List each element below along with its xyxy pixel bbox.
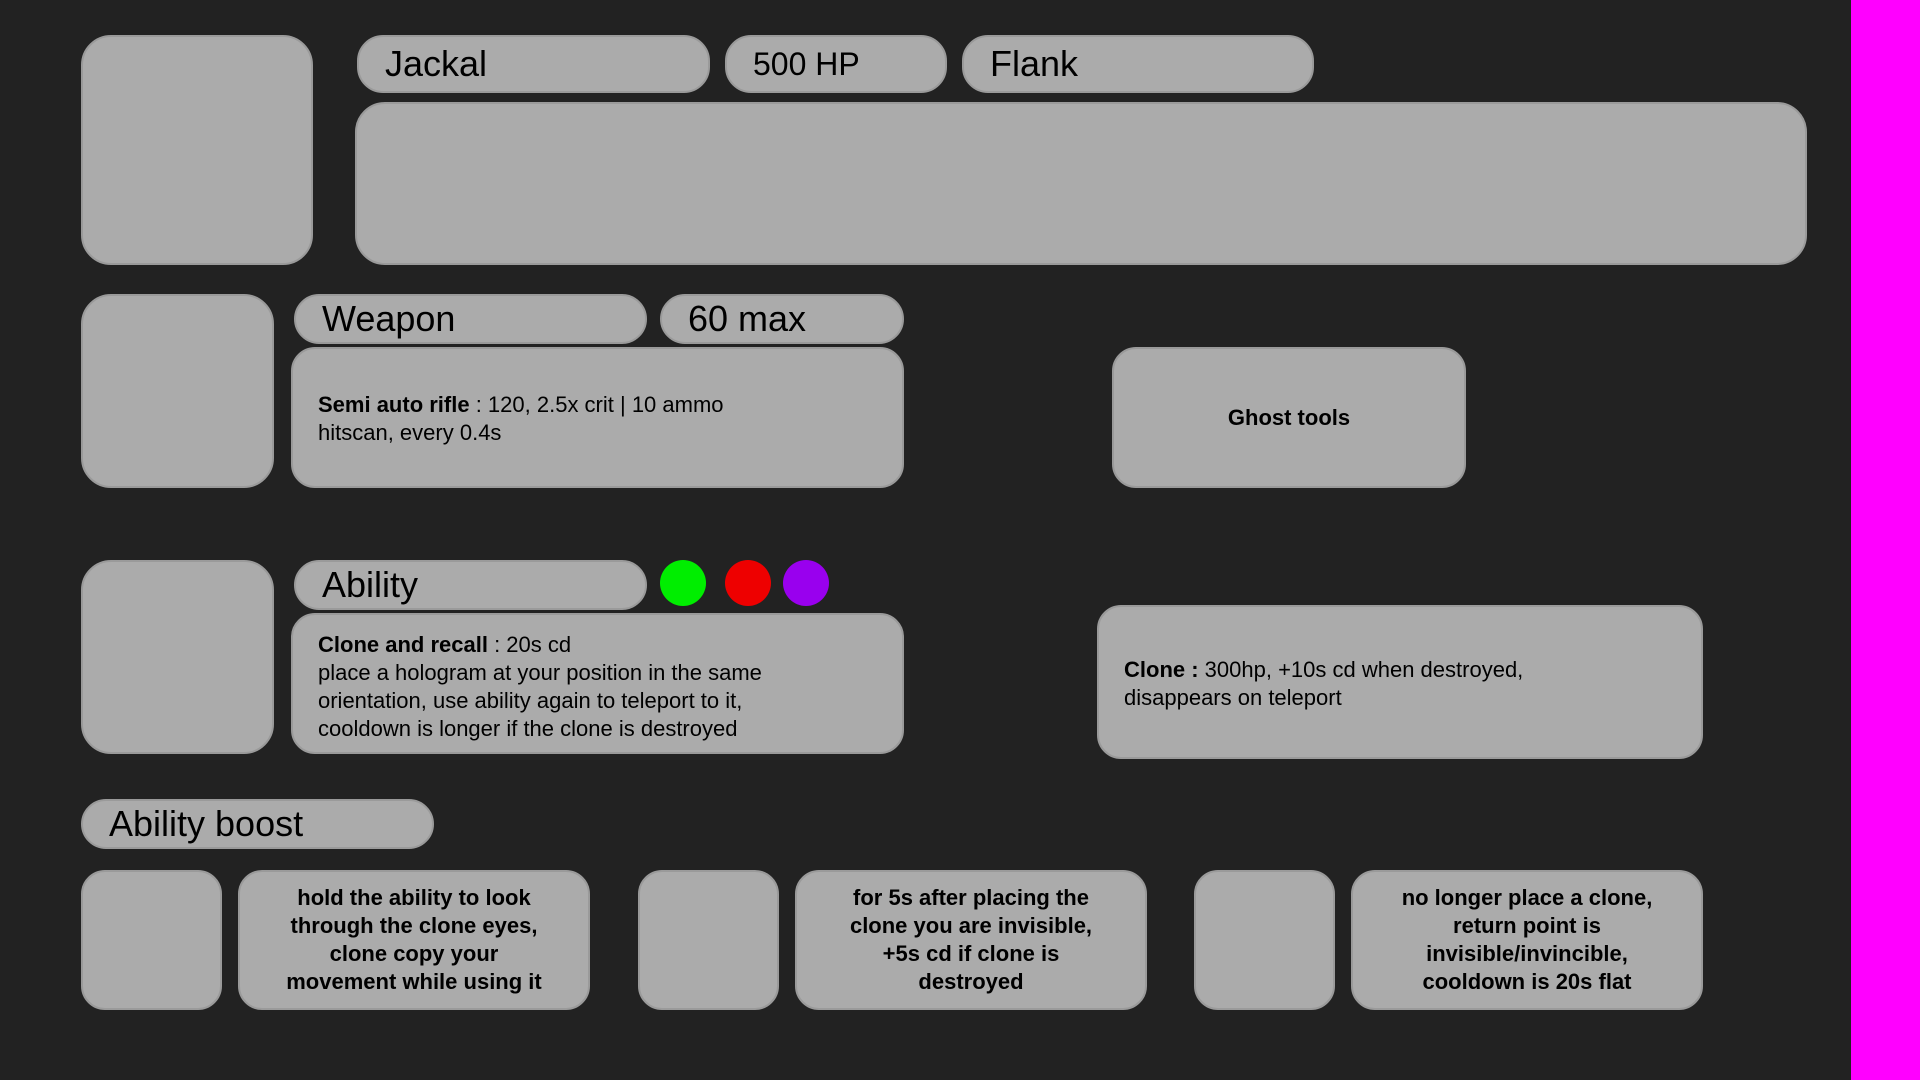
weapon-line-1: Semi auto rifle : 120, 2.5x crit | 10 am… (318, 391, 902, 419)
boost-2-line-3: destroyed (918, 969, 1024, 994)
clone-stats: 300hp, +10s cd when destroyed, (1198, 657, 1524, 682)
weapon-name: Semi auto rifle (318, 392, 470, 417)
boost-3-line-2: invisible/invincible, (1426, 941, 1628, 966)
clone-line-1: Clone : 300hp, +10s cd when destroyed, (1124, 656, 1701, 684)
character-portrait (81, 35, 313, 265)
weapon-icon-slot (81, 294, 274, 488)
weapon-detail: hitscan, every 0.4s (318, 420, 502, 445)
ability-description: Clone and recall : 20s cd place a hologr… (291, 613, 904, 754)
accent-side-bar (1851, 0, 1920, 1080)
ability-cooldown: : 20s cd (487, 632, 572, 657)
boost-icon-slot-1 (81, 870, 222, 1010)
ability-dot-red (725, 560, 771, 606)
character-hp: 500 HP (725, 35, 947, 93)
boost-2-line-1: clone you are invisible, (849, 913, 1093, 938)
boost-option-1: hold the ability to look through the clo… (238, 870, 590, 1010)
boost-icon-slot-2 (638, 870, 779, 1010)
character-name: Jackal (357, 35, 710, 93)
ability-name: Clone and recall (318, 632, 488, 657)
ability-dot-green (660, 560, 706, 606)
boost-3-line-1: return point is (1453, 913, 1601, 938)
boost-1-line-0: hold the ability to look (297, 885, 531, 910)
boost-3-line-0: no longer place a clone, (1401, 885, 1653, 910)
weapon-ammo-max: 60 max (660, 294, 904, 344)
clone-info-panel: Clone : 300hp, +10s cd when destroyed, d… (1097, 605, 1703, 759)
ability-dot-purple (783, 560, 829, 606)
boost-1-line-2: clone copy your (329, 941, 499, 966)
boost-2-line-0: for 5s after placing the (853, 885, 1089, 910)
clone-label: Clone : (1124, 657, 1199, 682)
boost-3-line-3: cooldown is 20s flat (1422, 969, 1632, 994)
description-panel (355, 102, 1807, 265)
boost-option-2: for 5s after placing the clone you are i… (795, 870, 1147, 1010)
ability-boost-title: Ability boost (81, 799, 434, 849)
weapon-description: Semi auto rifle : 120, 2.5x crit | 10 am… (291, 347, 904, 488)
boost-1-line-3: movement while using it (286, 969, 542, 994)
clone-line-2: disappears on teleport (1124, 685, 1342, 710)
ability-line-3: cooldown is longer if the clone is destr… (318, 716, 738, 741)
boost-icon-slot-3 (1194, 870, 1335, 1010)
ghost-tools-panel: Ghost tools (1112, 347, 1466, 488)
ability-icon-slot (81, 560, 274, 754)
ability-line-1: place a hologram at your position in the… (318, 660, 762, 685)
weapon-stats: : 120, 2.5x crit | 10 ammo (469, 392, 724, 417)
boost-2-line-2: +5s cd if clone is (882, 941, 1060, 966)
boost-option-3: no longer place a clone, return point is… (1351, 870, 1703, 1010)
boost-1-line-1: through the clone eyes, (290, 913, 538, 938)
character-role: Flank (962, 35, 1314, 93)
ability-line-2: orientation, use ability again to telepo… (318, 688, 743, 713)
weapon-title: Weapon (294, 294, 647, 344)
ability-line-0: Clone and recall : 20s cd (318, 631, 902, 659)
ability-title: Ability (294, 560, 647, 610)
